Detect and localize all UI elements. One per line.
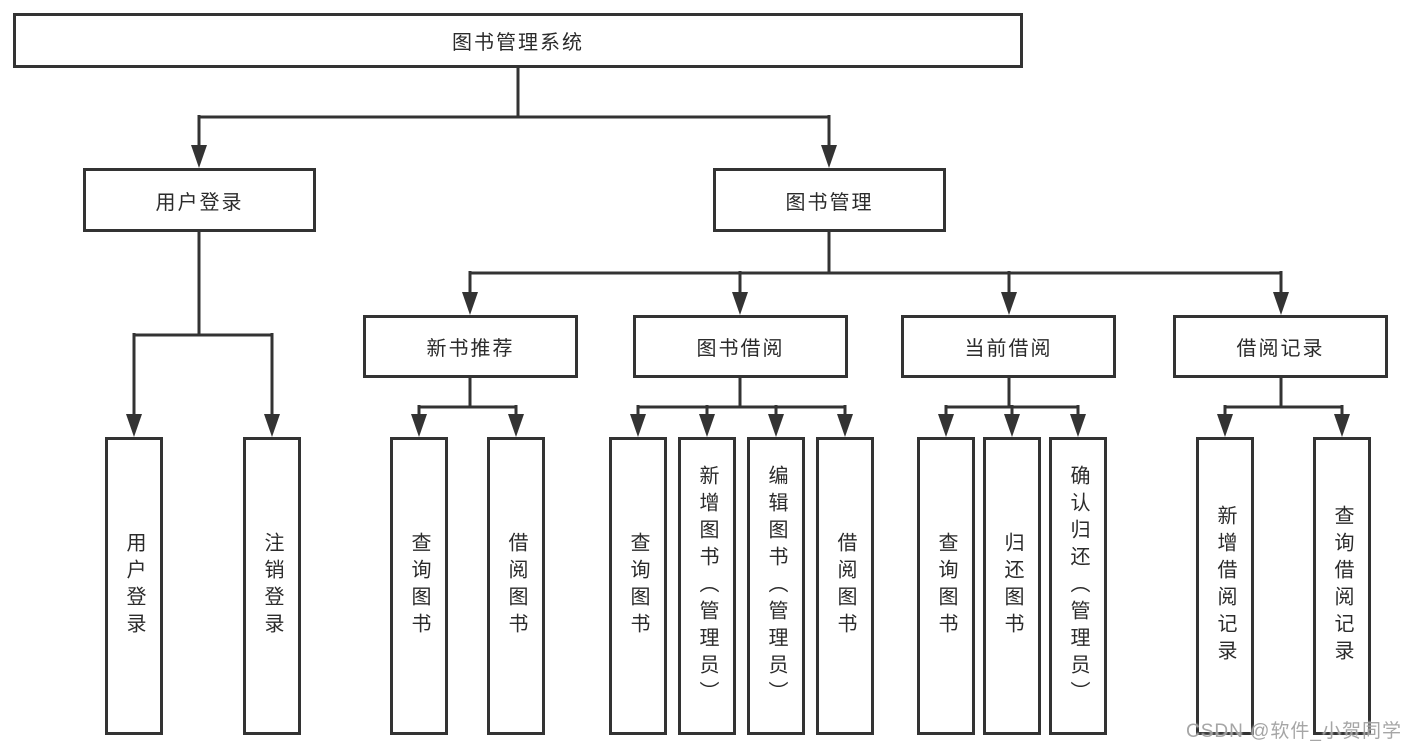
leaf-return-books: 归还图书 xyxy=(983,437,1041,735)
node-user-login-branch: 用户登录 xyxy=(83,168,316,232)
leaf-confirm-return-admin: 确认归还（管理员） xyxy=(1049,437,1107,735)
leaf-add-books-admin: 新增图书（管理员） xyxy=(678,437,736,735)
node-label: 用户登录 xyxy=(123,532,145,640)
node-label: 借阅图书 xyxy=(505,532,527,640)
node-label: 编辑图书（管理员） xyxy=(765,464,787,708)
leaf-edit-books-admin: 编辑图书（管理员） xyxy=(747,437,805,735)
leaf-query-books-borrowing: 查询图书 xyxy=(609,437,667,735)
node-book-borrowing: 图书借阅 xyxy=(633,315,848,378)
node-label: 图书管理系统 xyxy=(452,32,584,54)
node-new-book-recommendation: 新书推荐 xyxy=(363,315,578,378)
node-label: 新增图书（管理员） xyxy=(696,464,718,708)
node-label: 注销登录 xyxy=(261,532,283,640)
node-label: 查询图书 xyxy=(935,532,957,640)
node-label: 图书借阅 xyxy=(696,338,785,360)
node-label: 归还图书 xyxy=(1001,532,1023,640)
node-current-borrowing: 当前借阅 xyxy=(901,315,1116,378)
arrow-down-icons xyxy=(126,145,1350,437)
leaf-borrow-books: 借阅图书 xyxy=(816,437,874,735)
node-borrowing-records: 借阅记录 xyxy=(1173,315,1388,378)
leaf-query-borrow-record: 查询借阅记录 xyxy=(1313,437,1371,735)
leaf-logout: 注销登录 xyxy=(243,437,301,735)
node-label: 查询图书 xyxy=(408,532,430,640)
leaf-borrow-books-recommend: 借阅图书 xyxy=(487,437,545,735)
leaf-user-login: 用户登录 xyxy=(105,437,163,735)
node-label: 查询借阅记录 xyxy=(1331,505,1353,667)
leaf-query-books-current: 查询图书 xyxy=(917,437,975,735)
node-label: 新增借阅记录 xyxy=(1214,505,1236,667)
node-label: 当前借阅 xyxy=(964,338,1053,360)
node-label: 图书管理 xyxy=(785,191,874,214)
node-label: 查询图书 xyxy=(627,532,649,640)
csdn-watermark: CSDN @软件_小贺同学 xyxy=(1186,721,1402,742)
node-label: 新书推荐 xyxy=(426,338,515,360)
node-library-management-system: 图书管理系统 xyxy=(13,13,1023,68)
node-label: 用户登录 xyxy=(155,191,244,214)
node-label: 借阅图书 xyxy=(834,532,856,640)
node-label: 确认归还（管理员） xyxy=(1067,464,1089,708)
leaf-query-books-recommend: 查询图书 xyxy=(390,437,448,735)
node-label: 借阅记录 xyxy=(1236,338,1325,360)
leaf-add-borrow-record: 新增借阅记录 xyxy=(1196,437,1254,735)
node-book-management-branch: 图书管理 xyxy=(713,168,946,232)
